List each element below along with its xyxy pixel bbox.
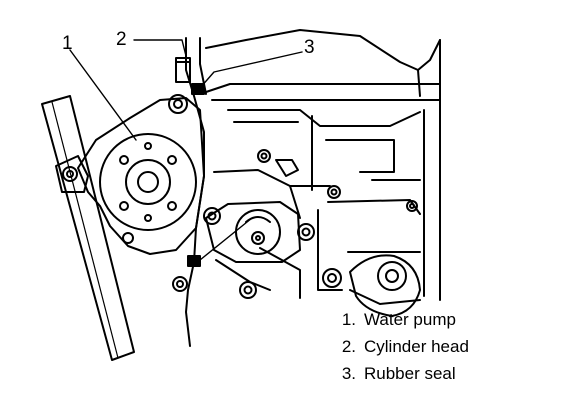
water-pump	[55, 94, 205, 255]
dipstick-tube	[41, 95, 135, 361]
rubber-seal-upper	[191, 83, 205, 95]
legend-label: Rubber seal	[364, 364, 456, 383]
callout-1: 1	[62, 33, 73, 54]
crank-boss	[349, 254, 421, 317]
top-bracket	[175, 57, 191, 83]
bottom-bolt	[172, 276, 188, 292]
cylinder-head	[199, 29, 441, 305]
legend-label: Cylinder head	[364, 337, 469, 356]
legend-item-water-pump: 1. Water pump	[330, 306, 570, 333]
parts-legend: 1. Water pump 2. Cylinder head 3. Rubber se…	[330, 306, 570, 387]
callout-2: 2	[116, 29, 127, 50]
rubber-seal-lower	[187, 255, 201, 267]
legend-item-cylinder-head: 2. Cylinder head	[330, 333, 570, 360]
legend-number: 2.	[341, 337, 356, 356]
legend-item-rubber-seal: 3. Rubber seal	[330, 360, 570, 387]
legend-number: 3.	[341, 364, 356, 383]
legend-label: Water pump	[364, 310, 456, 329]
callout-3: 3	[304, 37, 315, 58]
legend-number: 1.	[341, 310, 356, 329]
lower-housing	[203, 201, 315, 299]
leader-lines	[69, 39, 303, 261]
